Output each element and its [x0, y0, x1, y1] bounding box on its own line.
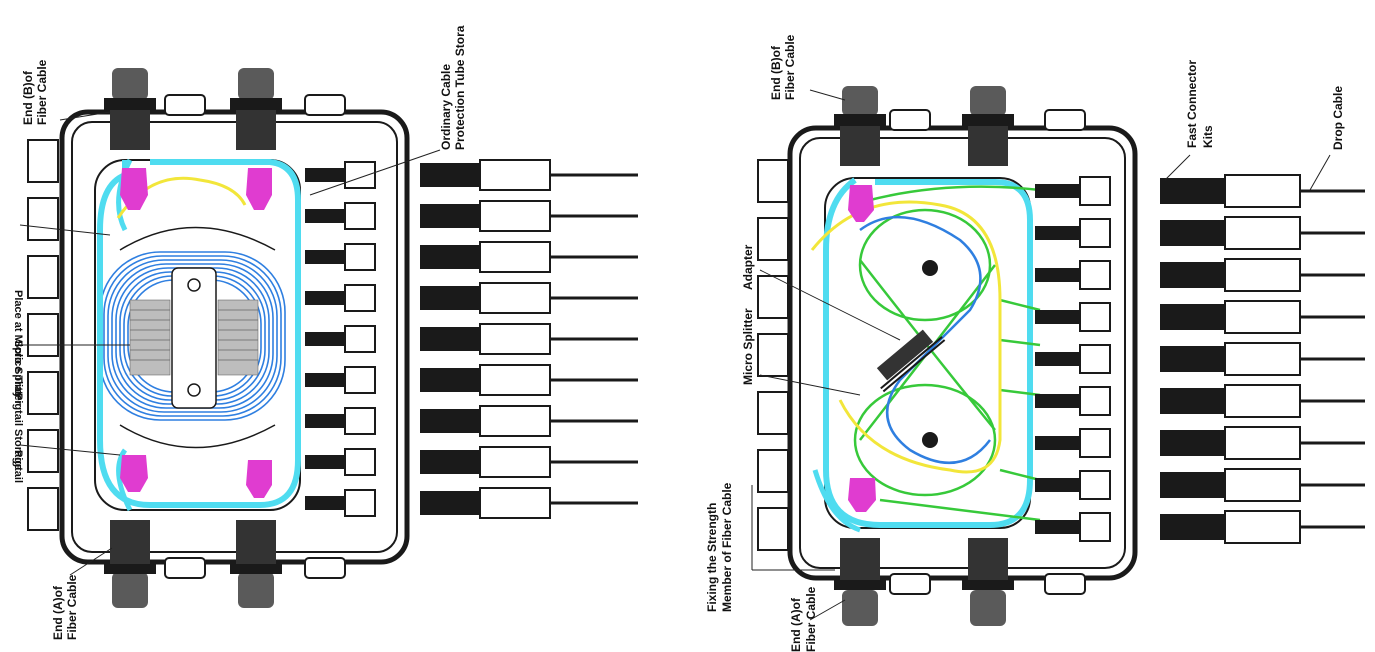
- right-yellow-fiber: [810, 200, 1002, 474]
- left-side-latches: [27, 139, 59, 531]
- right-top-latches: [889, 109, 1086, 595]
- right-drop-cable-label: Drop Cable: [1331, 86, 1345, 150]
- left-pigtail-label: Pigtail: [12, 450, 24, 483]
- left-cable-ports: [104, 68, 282, 608]
- left-ordinary-label-1: Ordinary Cable: [439, 64, 453, 150]
- right-closure-diagram: End (B)of Fiber Cable Fast Connector Kit…: [705, 34, 1365, 652]
- right-housing-inner: [799, 137, 1126, 569]
- right-cable-ports: [834, 86, 1014, 626]
- right-adapter-label: Adapter: [741, 244, 755, 290]
- right-cable-clamp: [848, 478, 876, 512]
- left-closure-diagram: End (B)of Fiber Cable Ordinary Cable Pro…: [12, 25, 638, 640]
- right-side-latches: [757, 159, 789, 551]
- left-pigtail-storage-label: Pigtail Storage: [12, 393, 24, 470]
- left-top-latches: [164, 94, 346, 579]
- left-tray-center: [171, 267, 217, 409]
- left-micro-splitter-area-label: Place at Micro Splitter: [12, 290, 24, 406]
- right-protection-tube: [823, 177, 1033, 528]
- right-blue-fiber: [859, 215, 991, 465]
- right-fast-connector-label-1: Fast Connector: [1185, 60, 1199, 148]
- left-protection-tube: [97, 159, 301, 508]
- left-ordinary-label-2: Protection Tube Stora: [453, 25, 467, 150]
- left-output-connectors: [305, 159, 638, 519]
- left-splice-tray-label: Splice Tray: [12, 340, 24, 399]
- right-output-connectors: [1035, 174, 1365, 544]
- right-micro-splitter-label: Micro Splitter: [741, 308, 755, 385]
- right-end-b-label-2: Fiber Cable: [783, 34, 797, 100]
- left-cable-clamps: [120, 168, 272, 498]
- right-micro-splitter: [876, 329, 946, 393]
- right-end-a-label-1: End (A)of: [789, 597, 803, 652]
- right-end-b-label-1: End (B)of: [769, 45, 783, 100]
- left-end-b-label-2: Fiber Cable: [35, 59, 49, 125]
- left-splice-holders: [129, 299, 259, 376]
- left-end-a-label-2: Fiber Cable: [65, 574, 79, 640]
- right-fast-connector-label-2: Kits: [1201, 125, 1215, 148]
- left-end-b-label-1: End (B)of: [21, 70, 35, 125]
- right-fixing-label-1: Fixing the Strength: [705, 503, 719, 612]
- left-housing-inner: [71, 121, 398, 553]
- right-fixing-label-2: Member of Fiber Cable: [720, 482, 734, 612]
- right-end-a-label-2: Fiber Cable: [804, 586, 818, 652]
- left-end-a-label-1: End (A)of: [51, 585, 65, 640]
